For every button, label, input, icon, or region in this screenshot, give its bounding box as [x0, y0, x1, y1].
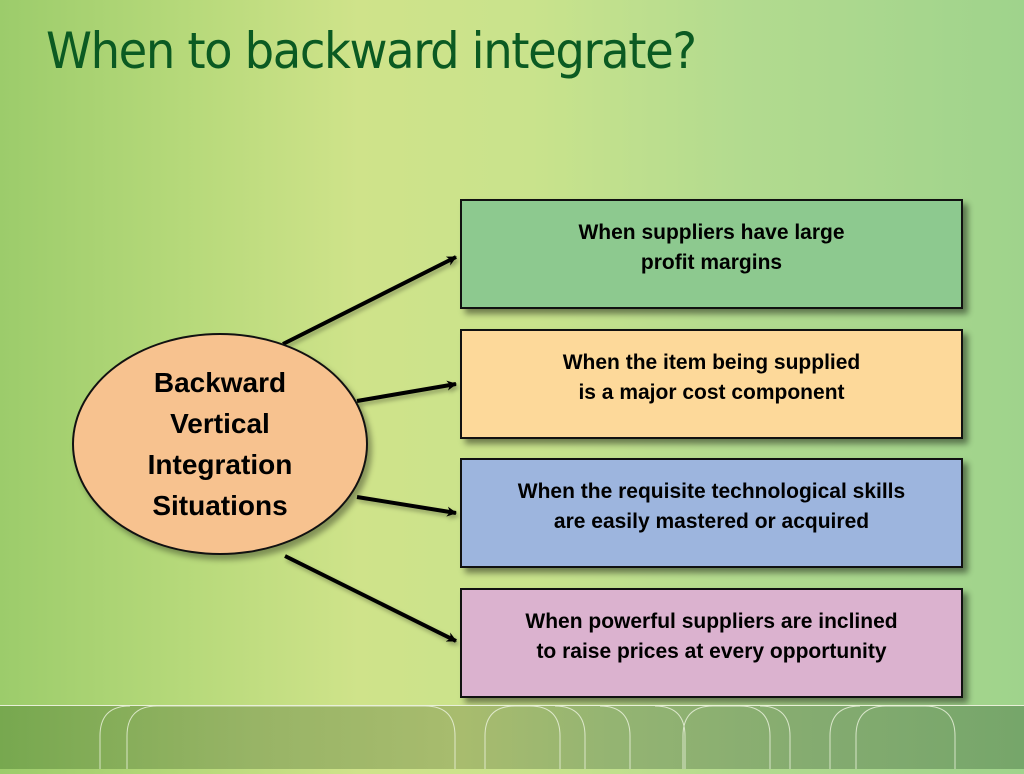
situation-text: When the requisite technological skills …: [517, 480, 906, 533]
situation-box-profit-margins: When suppliers have large profit margins: [460, 199, 963, 309]
slide-title: When to backward integrate?: [46, 22, 697, 80]
situation-box-supplier-prices: When powerful suppliers are inclined to …: [460, 588, 963, 698]
situation-text: When the item being supplied is a major …: [562, 351, 861, 404]
arrow-right-icon: [284, 554, 457, 643]
arrow-right-icon: [356, 495, 457, 517]
arrow-right-icon: [282, 255, 457, 346]
situation-text: When powerful suppliers are inclined to …: [525, 610, 898, 663]
decorative-arch-lines: [99, 705, 956, 769]
situation-box-tech-skills: When the requisite technological skills …: [460, 458, 963, 568]
center-label: Backward Vertical Integration Situations: [147, 367, 293, 521]
decorative-footer-band: [0, 705, 1024, 769]
situation-box-major-cost: When the item being supplied is a major …: [460, 329, 963, 439]
arrow-right-icon: [356, 380, 457, 403]
situation-text: When suppliers have large profit margins: [578, 221, 845, 274]
center-ellipse-backward-vertical-integration: Backward Vertical Integration Situations: [72, 333, 368, 555]
